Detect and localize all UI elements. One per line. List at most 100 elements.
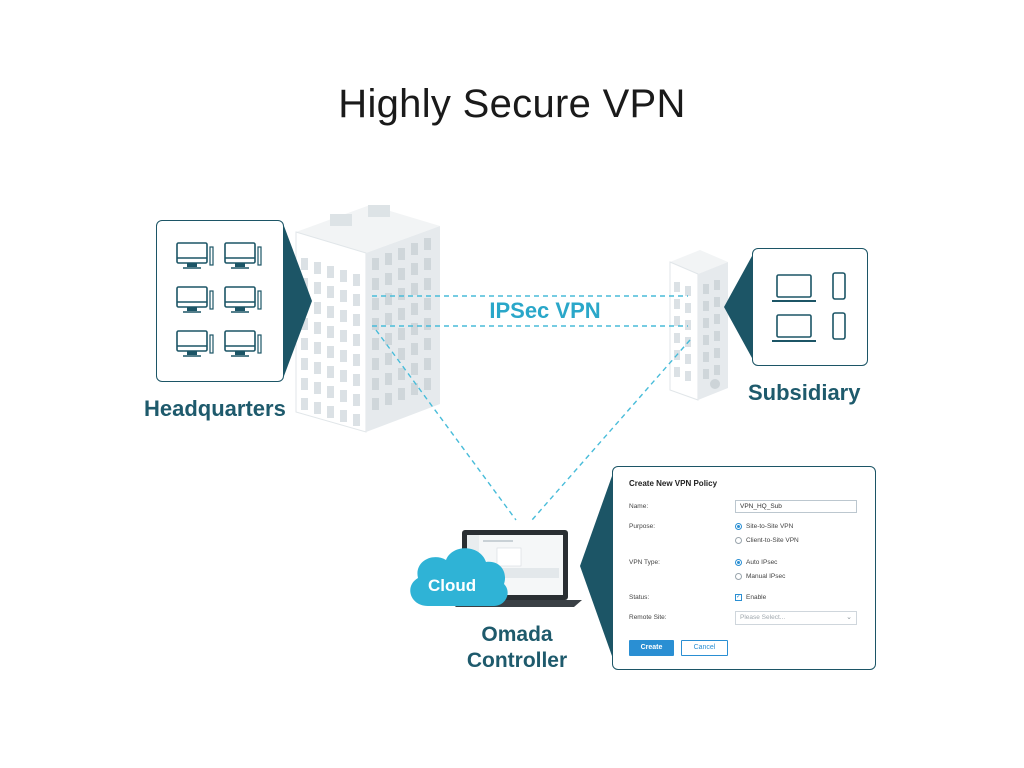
radio-manual-ipsec[interactable] [735,573,742,580]
window [424,318,431,330]
window [314,282,321,294]
window [424,338,431,350]
controller-label-line1: Omada [481,623,553,646]
vpn-policy-dialog: Create New VPN Policy Name: VPN_HQ_Sub P… [612,466,876,670]
window [301,318,308,330]
window [424,298,431,310]
window [398,268,405,280]
controller-label-line2: Controller [466,649,568,672]
window [340,350,347,362]
window [398,328,405,340]
window [372,318,379,330]
window [703,335,709,345]
window [411,243,418,255]
window [685,354,691,364]
window [314,382,321,394]
window [685,371,691,381]
window [372,398,379,410]
window [674,282,680,292]
window [674,367,680,377]
status-label: Status: [629,594,650,601]
purpose-label: Purpose: [629,523,656,530]
window [714,331,720,341]
window [353,394,360,406]
window [353,334,360,346]
vpn-type-label: VPN Type: [629,559,660,566]
radio-client-to-site[interactable] [735,537,742,544]
window [353,314,360,326]
window [385,393,392,405]
option-auto-ipsec: Auto IPsec [746,559,778,566]
window [340,310,347,322]
window [385,293,392,305]
chevron-down-icon: ⌄ [846,614,852,621]
option-client-to-site: Client-to-Site VPN [746,537,799,544]
window [372,258,379,270]
window [372,278,379,290]
window [372,338,379,350]
create-button[interactable]: Create [629,640,674,656]
window [398,308,405,320]
window [353,294,360,306]
window [411,383,418,395]
window [385,313,392,325]
radio-auto-ipsec[interactable] [735,559,742,566]
window [327,326,334,338]
sub-device-grid [772,272,846,342]
window [301,358,308,370]
window [353,354,360,366]
window [398,348,405,360]
name-field[interactable]: VPN_HQ_Sub [735,500,857,513]
window [385,273,392,285]
page-title: Highly Secure VPN [338,82,686,126]
window [411,363,418,375]
remote-site-select[interactable]: Please Select... ⌄ [735,611,857,625]
window [685,286,691,296]
radio-site-to-site[interactable] [735,523,742,530]
subsidiary-building [669,250,728,401]
dialog-title: Create New VPN Policy [629,479,718,488]
window [314,302,321,314]
window [314,262,321,274]
cancel-button[interactable]: Cancel [681,640,728,656]
window [314,362,321,374]
window [340,390,347,402]
laptop-icon [772,314,816,342]
window [340,330,347,342]
window [714,280,720,290]
laptop-icon [772,274,816,302]
window [398,368,405,380]
headquarters-label: Headquarters [144,396,286,421]
hq-device-grid [176,242,262,357]
hq-controller-line [375,329,517,521]
window [398,288,405,300]
desktop-computer-icon [224,242,262,269]
window [327,346,334,358]
desktop-computer-icon [176,286,214,313]
window [398,388,405,400]
window [327,266,334,278]
window [703,301,709,311]
window [314,342,321,354]
window [340,410,347,422]
window [353,414,360,426]
remote-site-label: Remote Site: [629,614,667,621]
enable-checkbox[interactable]: ✓ [735,594,742,601]
window [674,333,680,343]
window [353,374,360,386]
cloud-icon [410,548,508,606]
hq-card-pointer [284,226,312,376]
window [327,366,334,378]
window [703,318,709,328]
window [703,352,709,362]
smartphone-icon [832,312,846,340]
window [714,365,720,375]
window [674,316,680,326]
window [372,298,379,310]
dialog-pointer [580,476,612,656]
smartphone-icon [832,272,846,300]
window [685,320,691,330]
window [411,283,418,295]
window [703,369,709,379]
window [301,398,308,410]
